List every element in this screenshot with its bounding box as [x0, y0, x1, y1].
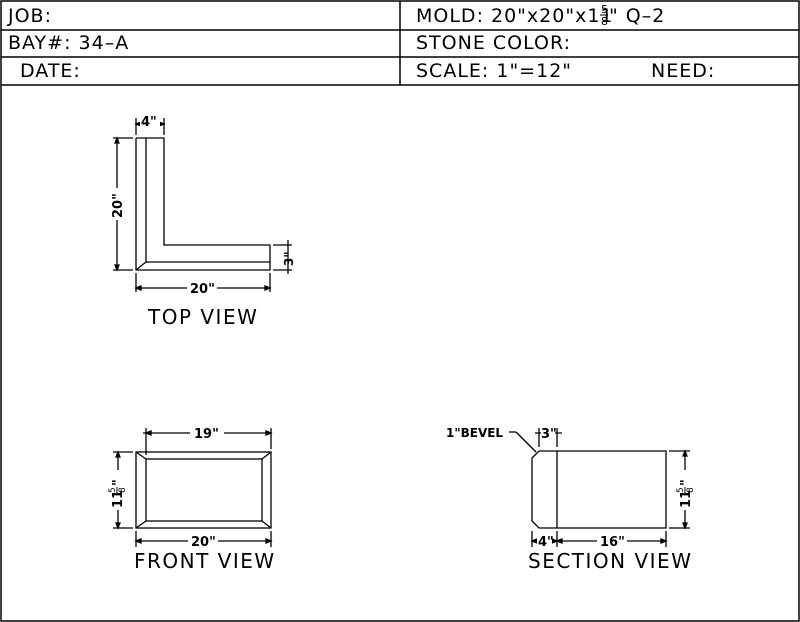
- top-view-height-dim: 20": [111, 193, 126, 218]
- height-frac-den: 8: [118, 487, 128, 493]
- dim-arrow: [265, 538, 273, 544]
- mold-field: MOLD: 20"x20"x11 5 8 " Q–2: [416, 3, 665, 28]
- mold-fraction-denominator: 8: [601, 15, 608, 28]
- stone-color-label: STONE COLOR:: [416, 32, 571, 54]
- front-view-bevel-face: [145, 458, 263, 522]
- dim-arrow: [660, 538, 668, 544]
- dim-text-mask: [541, 425, 555, 439]
- top-view-caption: TOP VIEW: [147, 305, 258, 329]
- height-whole: 11: [111, 490, 126, 508]
- front-view-outline: [135, 451, 272, 529]
- top-view: 4" 20" 20" 3" TOP VIEW: [109, 114, 296, 329]
- dim-text-mask: [537, 533, 552, 547]
- date-label: DATE:: [20, 60, 81, 82]
- dim-arrow: [114, 264, 120, 272]
- dim-arrow: [114, 136, 120, 144]
- bevel-note: 1"BEVEL: [446, 426, 503, 440]
- bevel-leader: [515, 431, 537, 453]
- dim-arrow: [264, 285, 272, 291]
- front-view: 19" 20" 11 5 8 " FRONT VIEW: [104, 425, 276, 573]
- section-view: 1"BEVEL 3" 4" 16" 11 5 8 ": [446, 425, 696, 573]
- top-view-bevel-corner: [135, 261, 147, 271]
- section-view-height-dim: 11 5 8 ": [676, 479, 696, 508]
- mold-suffix: " Q–2: [609, 5, 665, 27]
- front-view-caption: FRONT VIEW: [134, 549, 276, 573]
- section-view-outline: [531, 450, 667, 529]
- dim-arrow: [682, 449, 688, 457]
- dim-arrow: [265, 430, 273, 436]
- front-view-bevel-edge: [261, 520, 272, 529]
- front-view-top-dim: 19": [194, 427, 219, 442]
- height-suffix: ": [111, 479, 126, 486]
- dim-arrow: [530, 538, 538, 544]
- height-frac-den: 8: [686, 487, 696, 493]
- dim-text-mask: [140, 114, 160, 128]
- dim-arrow: [134, 285, 142, 291]
- dim-arrow: [144, 430, 152, 436]
- need-label: NEED:: [651, 60, 715, 82]
- section-view-right-dim: 16": [600, 535, 625, 550]
- dim-arrow: [555, 538, 563, 544]
- front-view-bevel-edge: [135, 520, 147, 529]
- height-suffix: ": [679, 479, 694, 486]
- front-view-bottom-dim: 20": [191, 535, 216, 550]
- dim-arrow: [115, 450, 121, 458]
- bay-label: BAY#: 34–A: [8, 32, 129, 54]
- top-view-width-dim: 20": [190, 282, 215, 297]
- section-view-left-dim: 4": [538, 535, 554, 550]
- height-whole: 11: [679, 490, 694, 508]
- scale-label: SCALE: 1"=12": [416, 60, 572, 82]
- mold-label: MOLD: 20"x20"x11: [416, 5, 614, 27]
- dim-text-mask: [104, 470, 126, 510]
- dim-text-mask: [109, 188, 125, 220]
- section-view-caption: SECTION VIEW: [528, 549, 692, 573]
- dim-arrow: [134, 538, 142, 544]
- dim-text-mask: [597, 533, 627, 547]
- dim-text-mask: [187, 280, 217, 294]
- dim-text-mask: [673, 470, 695, 510]
- top-view-leg-width-dim: 4": [141, 115, 157, 130]
- front-view-height-dim: 11 5 8 ": [108, 479, 128, 508]
- top-view-outline: [135, 137, 271, 271]
- height-frac-num: 5: [676, 487, 686, 493]
- job-label: JOB:: [7, 5, 52, 27]
- front-view-bevel-edge: [135, 451, 147, 460]
- mold-fraction-numerator: 5: [601, 3, 608, 16]
- front-view-bevel-edge: [261, 451, 272, 460]
- height-frac-num: 5: [108, 487, 118, 493]
- top-view-foot-dim: 3": [282, 251, 296, 266]
- dim-arrow: [682, 522, 688, 530]
- dim-arrow: [115, 522, 121, 530]
- dim-text-mask: [188, 533, 218, 547]
- section-view-top-dim: 3": [541, 427, 557, 442]
- dim-text-mask: [190, 425, 224, 439]
